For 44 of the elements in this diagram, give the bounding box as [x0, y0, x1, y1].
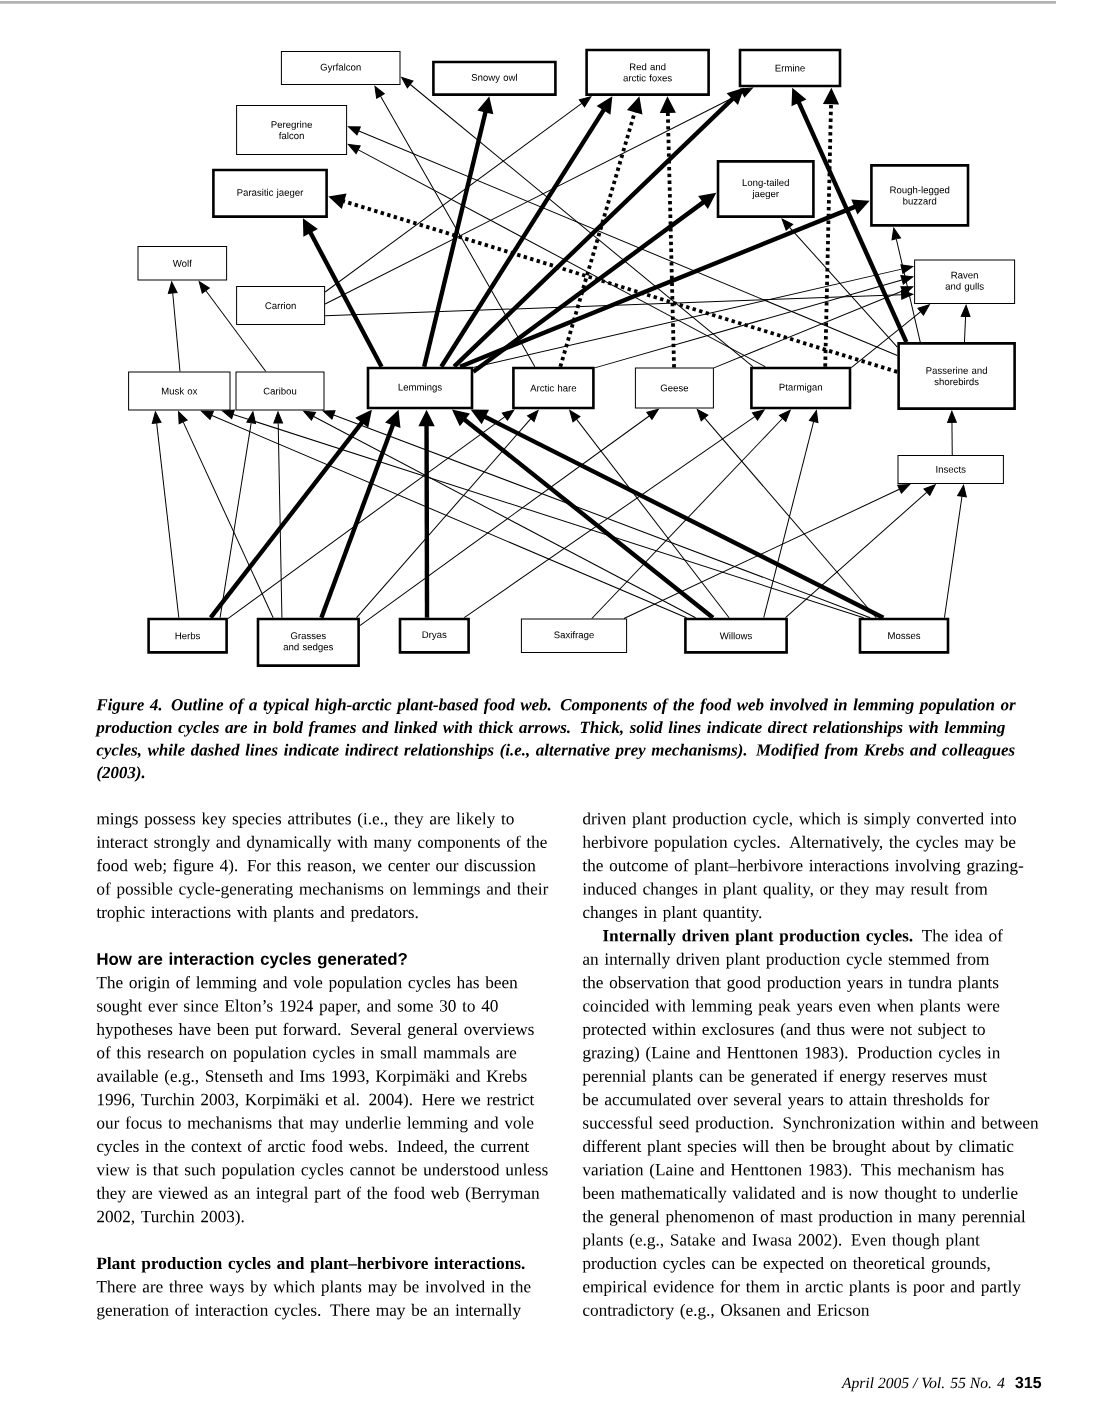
arrow: [850, 304, 930, 369]
arrow: [960, 304, 971, 343]
arrow: [303, 410, 697, 619]
section-heading: How are interaction cycles generated?: [97, 952, 407, 969]
body-paragraph: mings possess key species attributes (i.e., they are likely to interact strongly and dynamically with many components of the food web; figure 4). For this reason, we center our discussion of possible cycle-generating mechanisms on lemmings and their trophic interactions with plants and predators.: [96, 812, 549, 922]
arrow: [374, 85, 536, 368]
arrow: [221, 409, 865, 619]
arrow: [151, 411, 180, 619]
body-paragraph: Internally driven plant production cycles. The idea of an internally driven plant production cycle stemmed from the observation that good production years in tundra plants coincided with lemming peak years even when plants were protected within exclosures (and thus were not subject to grazing) (Laine and Henttonen 1983). Production cycles in perennial plants can be generated if energy reserves must be accumulated over several years to attain thresholds for successful seed production. Synchronization within and between different plant species will then be brought about by climatic variation (Laine and Henttonen 1983). This mechanism has been mathematically validated and is now thought to underlie the general phenomenon of mast production in many perennial plants (e.g., Satake and Iwasa 2002). Even though plant production cycles can be expected on theoretical grounds, empirical evidence for them in arctic plants is poor and partly contradictory (e.g., Oksanen and Ericson: [582, 929, 1039, 1320]
page-number: 315: [1015, 1376, 1042, 1389]
arrow: [273, 411, 284, 619]
arrow: [785, 484, 936, 619]
body-paragraph: driven plant production cycle, which is simply converted into herbivore population cycles. Alternatively, the cycles may be the outcome of plant–herbivore interactions involving grazing-induced changes in plant quality, or they may result from changes in plant quantity.: [582, 812, 1024, 922]
arrow: [324, 96, 592, 293]
arrow: [696, 409, 877, 619]
arrow: [322, 410, 871, 619]
arrow: [227, 409, 515, 620]
arrow: [891, 227, 921, 343]
arrow: [713, 286, 914, 369]
arrow: [347, 126, 898, 357]
arrow: [781, 218, 898, 348]
arrow: [347, 144, 766, 368]
body-paragraph: The origin of lemming and vole population cycles has been sought ever since Elton’s 1924 paper, and some 30 to 40 hypotheses have been put forward. Several general overviews of this research on population cycles in small mammals are available (e.g., Stenseth and Ims 1993, Korpimäki and Krebs 1996, Turchin 2003, Korpimäki et al. 2004). Here we restrict our focus to mechanisms that may underlie lemming and vole cycles in the context of arctic food webs. Indeed, the current view is that such population cycles cannot be understood unless they are viewed as an integral part of the food web (Berryman 2002, Turchin 2003).: [96, 976, 548, 1226]
arrow: [623, 484, 911, 619]
arrow: [591, 409, 791, 619]
arrow: [569, 409, 730, 619]
arrow: [943, 484, 967, 619]
arrow: [324, 289, 914, 317]
figure-caption: Figure 4. Outline of a typical high-arctic plant-based food web. Components of the food web involved in lemming population or production cycles are in bold frames and linked with thick arrows. Thick, solid lines indicate direct relationships with lemming cycles, while dashed lines indicate indirect relationships (i.e., alternative prey mechanisms). Modified from Krebs and colleagues (2003).: [95, 698, 1016, 782]
arrow: [359, 408, 659, 627]
arrow: [356, 409, 539, 619]
arrow: [594, 275, 914, 369]
arrow: [763, 410, 819, 619]
arrow: [198, 281, 267, 372]
arrow: [472, 264, 914, 369]
arrow: [201, 410, 688, 619]
arrow: [401, 76, 754, 368]
arrow: [324, 87, 753, 305]
arrow: [178, 411, 274, 619]
arrow: [219, 411, 257, 619]
body-paragraph: Plant production cycles and plant–herbivore interactions. There are three ways by which plants may be involved in the generation of interaction cycles. There may be an internally: [96, 1257, 531, 1320]
arrow: [463, 409, 765, 619]
arrow: [947, 410, 957, 456]
arrow: [167, 281, 181, 372]
